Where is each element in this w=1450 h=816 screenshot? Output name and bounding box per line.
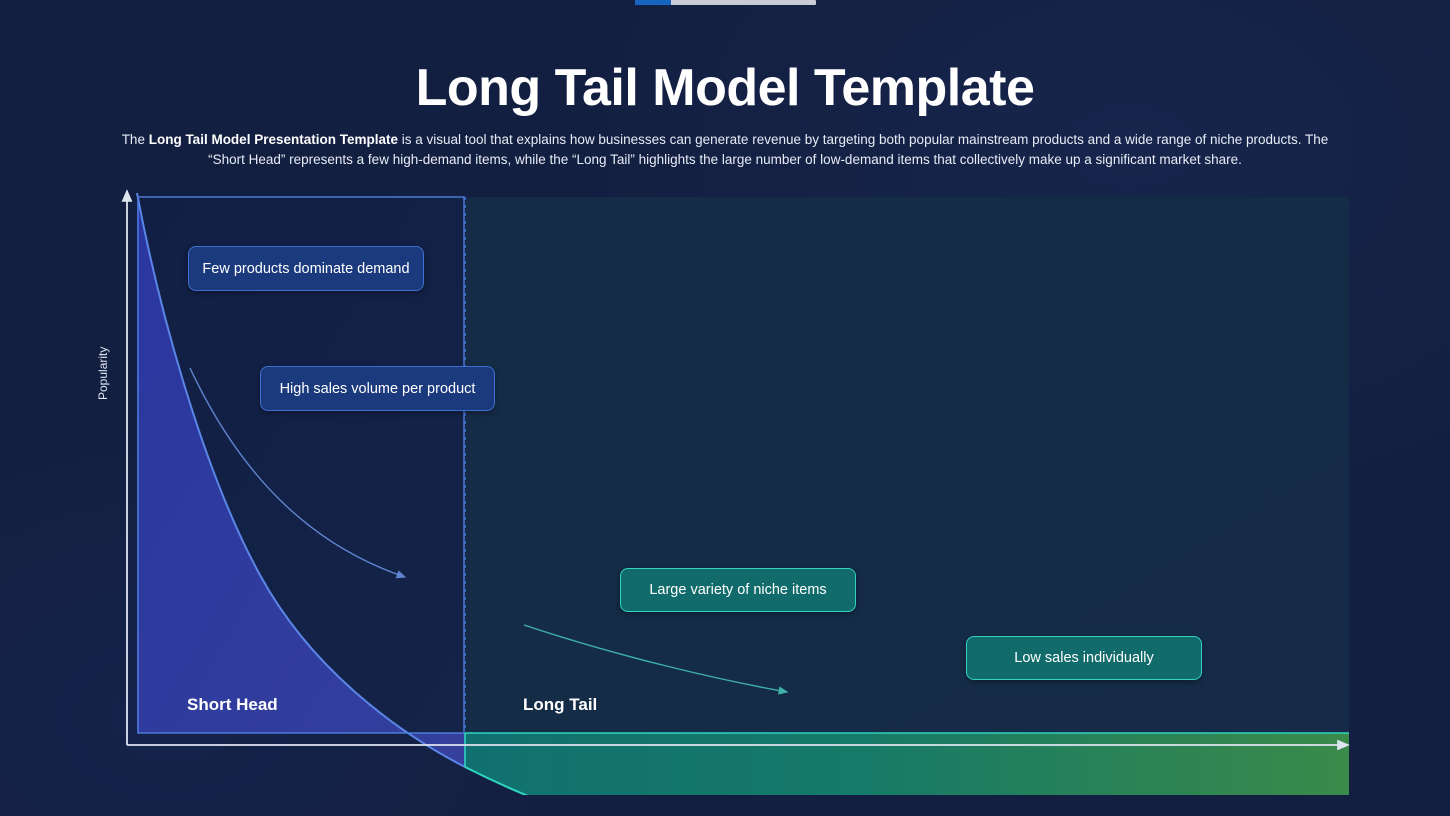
short-head-area xyxy=(137,193,465,767)
page-description: The Long Tail Model Presentation Templat… xyxy=(115,130,1335,170)
progress-bar-fill xyxy=(635,0,671,5)
short-head-region-outline xyxy=(137,196,465,734)
progress-bar xyxy=(635,0,816,5)
page-title: Long Tail Model Template xyxy=(415,59,1035,117)
region-label-short-head: Short Head xyxy=(187,695,278,714)
description-prefix: The xyxy=(121,132,149,147)
callout-low-sales-individually[interactable]: Low sales individually xyxy=(966,636,1202,680)
y-axis-label: Popularity xyxy=(96,346,110,400)
long-tail-trend-arrow xyxy=(523,624,789,695)
callout-high-sales-volume[interactable]: High sales volume per product xyxy=(260,366,495,411)
callout-large-variety-niche-items[interactable]: Large variety of niche items xyxy=(620,568,856,612)
long-tail-area xyxy=(465,733,1349,795)
region-label-long-tail: Long Tail xyxy=(523,695,598,714)
description-emphasis: Long Tail Model Presentation Template xyxy=(148,132,398,147)
description-body: is a visual tool that explains how busin… xyxy=(208,132,1329,167)
short-head-trend-arrow xyxy=(189,367,407,579)
short-head-curve xyxy=(136,192,466,768)
callout-few-products-dominate-demand[interactable]: Few products dominate demand xyxy=(188,246,424,291)
plot-panel-right xyxy=(465,197,1349,733)
